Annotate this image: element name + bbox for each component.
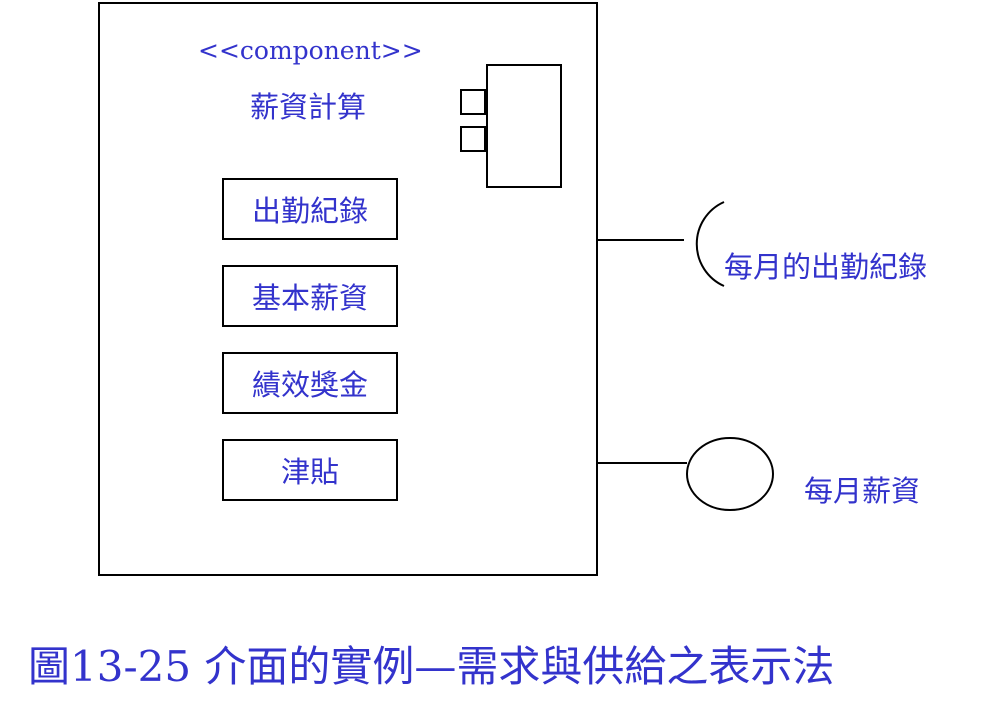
- component-box: [98, 2, 598, 576]
- component-icon-body: [486, 64, 562, 188]
- required-interface-label: 每月的出勤紀錄: [724, 250, 928, 284]
- component-icon-tab-bottom: [460, 126, 486, 152]
- part-attendance-record: 出勤紀錄: [222, 178, 398, 240]
- component-icon-tab-top: [460, 89, 486, 115]
- part-base-salary: 基本薪資: [222, 265, 398, 327]
- provided-interface-lollipop-icon: [686, 437, 774, 511]
- figure-caption: 圖13-25 介面的實例—需求與供給之表示法: [28, 642, 835, 691]
- required-interface-socket-icon: [695, 201, 725, 287]
- component-stereotype: <<component>>: [198, 36, 423, 65]
- provided-interface-label: 每月薪資: [804, 474, 921, 508]
- part-performance-bonus: 績效獎金: [222, 352, 398, 414]
- component-name: 薪資計算: [250, 90, 367, 124]
- part-allowance: 津貼: [222, 439, 398, 501]
